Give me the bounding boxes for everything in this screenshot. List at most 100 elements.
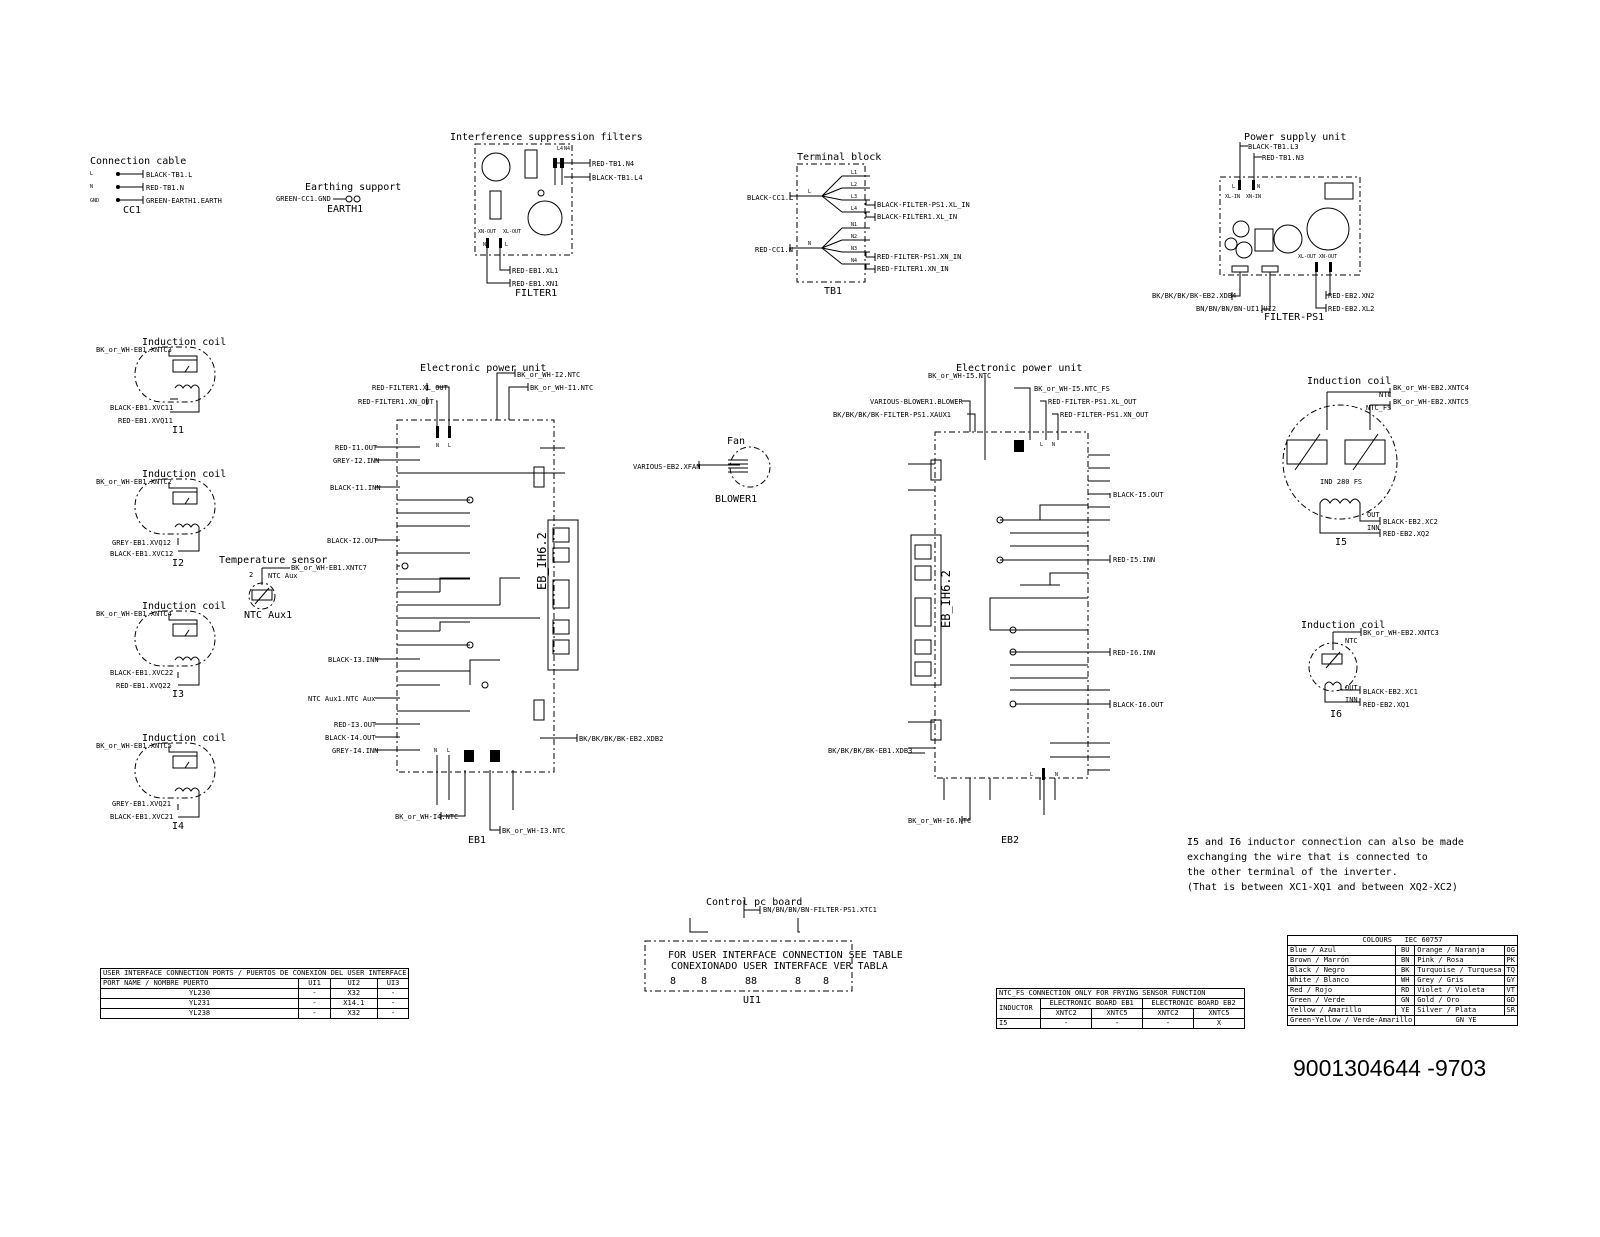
eb1-top-pin-l: L [448, 443, 451, 449]
earth1-title: Earthing support [305, 182, 401, 193]
ps1-pin-n: N [1257, 184, 1260, 190]
fan-ref: BLOWER1 [715, 494, 757, 505]
coil-i5-inn-label: INN [1367, 524, 1380, 532]
eb1-wire-i2-ntc: BK_or_WH-I2.NTC [517, 371, 580, 379]
coil-i6-wire-out: BLACK-EB2.XC1 [1363, 688, 1418, 696]
ntc-table-sub: XNTC5 [1091, 1008, 1144, 1019]
ntc-aux-pin-label: NTC Aux [268, 572, 298, 580]
ntc-fs-connection-table: NTC_FS CONNECTION ONLY FOR FRYING SENSOR… [995, 988, 1245, 1029]
earth1-wire: GREEN-CC1.GND [276, 195, 331, 203]
tb1-term-n3: N3 [851, 246, 857, 252]
user-interface-ports-table: USER INTERFACE CONNECTION PORTS / PUERTO… [99, 968, 410, 1019]
induction-coil-i3: Induction coil BK_or_WH-EB1.XNTC4 BLACK-… [96, 601, 226, 700]
table-row: YL230-X32- [99, 988, 410, 999]
ps1-ref: FILTER-PS1 [1264, 312, 1324, 323]
cc1-ref: CC1 [123, 205, 141, 216]
eb1-wire-i2-out: BLACK-I2.OUT [327, 537, 378, 545]
tb1-input-red: RED-CC1.N [755, 246, 793, 254]
colour-cell: GD [1503, 995, 1518, 1006]
filter1-title: Interference suppression filters [450, 132, 643, 143]
ui-table-header-ui3: UI3 [376, 978, 410, 989]
colour-cell: Violet / Violeta [1414, 985, 1505, 996]
ui-table-cell: X32 [329, 1008, 378, 1019]
note-line-4: (That is between XC1-XQ1 and between XQ2… [1187, 882, 1458, 893]
induction-coil-i5: Induction coil NTC NTC_FS BK_or_WH-EB2.X… [1282, 376, 1469, 548]
eb1-wire-i2-inn: GREY-I2.INN [333, 457, 379, 465]
eb2-wire-i6-inn: RED-I6.INN [1113, 649, 1155, 657]
coil-i3-wire-2: RED-EB1.XVQ22 [116, 682, 171, 690]
colour-cell: Brown / Marrón [1286, 955, 1397, 966]
tb1-in-n: N [808, 241, 811, 247]
ui-table-header-ui1: UI1 [298, 978, 331, 989]
ui-table-cell: - [298, 998, 331, 1009]
ntc-aux-wire: BK_or_WH-EB1.XNTC7 [291, 564, 367, 572]
terminal-block-tb1: Terminal block BLACK-CC1.L RED-CC1.N L N… [747, 152, 970, 297]
colour-cell: Grey / Gris [1414, 975, 1505, 986]
coil-i5-ntc-wire: BK_or_WH-EB2.XNTC4 [1393, 384, 1469, 392]
ui-table-cell: - [298, 1008, 331, 1019]
coil-i5-wire-out: BLACK-EB2.XC2 [1383, 518, 1438, 526]
ui-table-cell: X32 [329, 988, 378, 999]
eb1-wire-i4-ntc: BK_or_WH-I4.NTC [395, 813, 458, 821]
eb1-wire-i1-ntc: BK_or_WH-I1.NTC [530, 384, 593, 392]
filter1-wire-red-n4: RED-TB1.N4 [592, 160, 634, 168]
colour-cell: WH [1395, 975, 1416, 986]
colour-cell: BK [1395, 965, 1416, 976]
filter1-label-xl-out: XL-OUT [503, 229, 521, 235]
coil-i6-inn-label: INN [1345, 696, 1358, 704]
induction-coil-i4: Induction coil BK_or_WH-EB1.XNTC5 GREY-E… [96, 733, 226, 832]
filter1-label-xn-out: XN-OUT [478, 229, 496, 235]
eb2-wire-i5-inn: RED-I5.INN [1113, 556, 1155, 564]
colour-cell: SR [1503, 1005, 1518, 1016]
colour-cell: Blue / Azul [1286, 945, 1397, 956]
colour-cell: YE [1395, 1005, 1416, 1016]
table-row: I5---X [995, 1018, 1245, 1029]
connection-cable-cc1: Connection cable L N GND BLACK-TB1.L RED… [90, 156, 222, 216]
ntc-table-header-inductor: INDUCTOR [995, 998, 1042, 1019]
tb1-term-l3: L3 [851, 194, 857, 200]
eb1-board-name: EB_IH6.2 [535, 532, 549, 590]
ui-table-cell: - [376, 988, 410, 999]
tb1-in-l: L [808, 189, 811, 195]
ui-table-title: USER INTERFACE CONNECTION PORTS / PUERTO… [99, 968, 410, 979]
colours-title: COLOURS [1362, 936, 1392, 944]
eb1-wire-ntc-aux: NTC Aux1.NTC Aux [308, 695, 375, 703]
table-row: YL231-X14.1- [99, 998, 410, 1009]
power-supply-filter-ps1: Power supply unit BLACK-TB1.L3 RED-TB1.N… [1152, 132, 1374, 323]
eb1-wire-i1-inn: BLACK-I1.INN [330, 484, 381, 492]
ui-table-cell: - [298, 988, 331, 999]
eb2-wire-xdb3: BK/BK/BK/BK-EB1.XDB3 [828, 747, 912, 755]
eb1-ref: EB1 [468, 835, 486, 846]
ui-table-header-port: PORT NAME / NOMBRE PUERTO [99, 978, 300, 989]
note-line-3: the other terminal of the inverter. [1187, 867, 1398, 878]
table-row: YL238-X32- [99, 1008, 410, 1019]
ui1-wire: BN/BN/BN/BN-FILTER-PS1.XTC1 [763, 906, 877, 914]
ntc-table-cell: I5 [995, 1018, 1042, 1029]
eb1-wire-xdb2: BK/BK/BK/BK-EB2.XDB2 [579, 735, 663, 743]
coil-i5-ntcfs-wire: BK_or_WH-EB2.XNTC5 [1393, 398, 1469, 406]
eb1-wire-filter-xl-out: RED-FILTER1.XL_OUT [372, 384, 449, 392]
eb1-top-pin-n: N [436, 443, 439, 449]
eb1-wire-i4-inn: GREY-I4.INN [332, 747, 378, 755]
ps1-wire-black-l3: BLACK-TB1.L3 [1248, 143, 1299, 151]
coil-i3-ntc-wire: BK_or_WH-EB1.XNTC4 [96, 610, 172, 618]
coil-i4-ref: I4 [172, 821, 184, 832]
colour-cell: Pink / Rosa [1414, 955, 1505, 966]
tb1-out-red-ps1: RED-FILTER-PS1.XN_IN [877, 253, 961, 261]
filter1-pin-n4: N4 [564, 146, 570, 152]
eb1-wire-i3-inn: BLACK-I3.INN [328, 656, 379, 664]
electronic-power-unit-eb1: Electronic power unit RED-FILTER1.XL_OUT… [308, 363, 663, 846]
eb2-wire-i5-ntc-fs: BK_or_WH-I5.NTC_FS [1034, 385, 1110, 393]
colour-cell: BN [1395, 955, 1416, 966]
eb2-wire-i6-out: BLACK-I6.OUT [1113, 701, 1164, 709]
ntc-aux-title: Temperature sensor [219, 555, 327, 566]
colour-cell: Gold / Oro [1414, 995, 1505, 1006]
ui-table-cell: - [376, 998, 410, 1009]
coil-i6-ref: I6 [1330, 709, 1342, 720]
eb1-wire-i4-out: BLACK-I4.OUT [325, 734, 376, 742]
induction-coil-i1: Induction coil BK_or_WH-EB1.XNTC3 BLACK-… [96, 337, 226, 436]
coil-i6-out-label: OUT [1345, 684, 1358, 692]
colour-cell: Silver / Plata [1414, 1005, 1505, 1016]
